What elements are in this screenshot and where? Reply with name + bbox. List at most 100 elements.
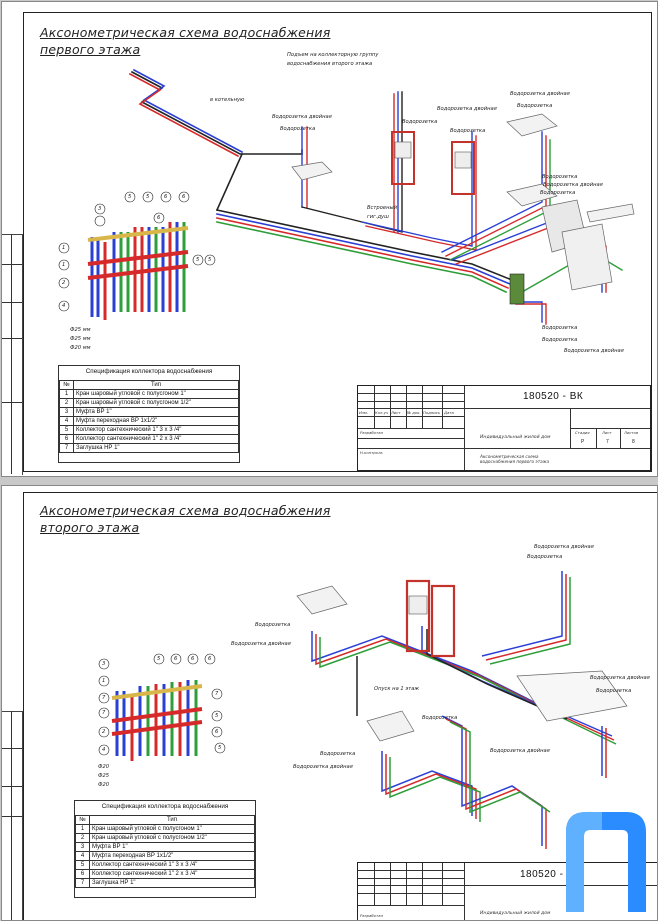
callout-number: 1 (62, 262, 66, 268)
fixture-label: Водорозетка (527, 554, 563, 560)
wc-frame-1 (391, 131, 475, 195)
sink-fixtures (291, 113, 635, 291)
callout-number: 2 (62, 280, 66, 286)
drawing-code: 180520 - (520, 869, 564, 880)
diameter-label: Ф25 (98, 773, 110, 779)
diameter-label: Ф25 мм (70, 327, 91, 333)
binder-strip (2, 234, 23, 475)
fixture-label: Водорозетка (542, 174, 578, 180)
diameter-label: Ф20 (98, 782, 110, 788)
drawing-frame (23, 12, 652, 472)
wc-frame-2 (405, 579, 456, 658)
callout-number: 2 (102, 729, 106, 735)
callout-circles (98, 653, 226, 756)
fixture-label: Водорозетка (542, 325, 578, 331)
callout-number: 6 (182, 194, 186, 200)
fixture-label: Водорозетка (517, 103, 553, 109)
callout-number: 7 (102, 710, 106, 716)
drawing-title: Аксонометрическая схема водоснабжения вт… (40, 503, 331, 535)
callout-number: 6 (215, 729, 219, 735)
pipe-bundle-main (128, 68, 524, 304)
callout-number: 3 (98, 206, 102, 212)
diameter-label: Ф20 (98, 764, 110, 770)
fixture-label: Водорозетка (320, 751, 356, 757)
project-name: Индивидуальный жилой дом (480, 911, 551, 916)
callout-number: 1 (102, 678, 106, 684)
callout-number: 6 (157, 215, 161, 221)
fixture-label: Водорозетка двойная (543, 182, 603, 188)
drawing-code: 180520 - ВК (523, 391, 584, 402)
callout-number: 5 (208, 257, 212, 263)
isometric-scheme-2 (98, 571, 628, 849)
fixture-label: Водорозетка двойная (564, 348, 624, 354)
callout-number: 6 (208, 656, 212, 662)
callout-number: 7 (102, 695, 106, 701)
callout-number: 5 (218, 745, 222, 751)
descent-label: Опуск на 1 этаж (374, 686, 420, 692)
callout-number: 5 (128, 194, 132, 200)
fixture-label: Водорозетка двойная (437, 106, 497, 112)
fixture-label: Водорозетка (402, 119, 438, 125)
fixture-label: Водорозетка двойная (293, 764, 353, 770)
drawing-sheet-2: Аксонометрическая схема водоснабжения вт… (1, 485, 658, 921)
callout-number: 5 (146, 194, 150, 200)
binder-strip (2, 711, 23, 920)
fixture-label: Водорозетка (450, 128, 486, 134)
fixture-label: Водорозетка (255, 622, 291, 628)
brand-logo-icon (566, 812, 646, 912)
project-name: Индивидуальный жилой дом (480, 435, 551, 440)
callout-number: 5 (196, 257, 200, 263)
callout-number: 4 (102, 747, 106, 753)
callout-number: 3 (102, 661, 106, 667)
title-block-1: 180520 - ВК Изм. Кол.уч Лист № док. Подп… (357, 385, 651, 471)
callout-number: 1 (62, 245, 66, 251)
sink-fixtures (296, 585, 628, 742)
fixture-label: Водорозетка двойная (272, 114, 332, 120)
fixture-label: Водорозетка двойная (231, 641, 291, 647)
callout-number: 7 (215, 691, 219, 697)
callout-circles (58, 191, 216, 312)
isometric-scheme-1 (58, 68, 635, 325)
diameter-label: Ф25 мм (70, 336, 91, 342)
fixture-label: Водорозетка (596, 688, 632, 694)
callout-number: 5 (157, 656, 161, 662)
fixture-label: Водорозетка двойная (490, 748, 550, 754)
callout-number: 5 (215, 713, 219, 719)
callout-number: 6 (174, 656, 178, 662)
diameter-label: Ф20 мм (70, 345, 91, 351)
fixture-label: Водорозетка двойная (510, 91, 570, 97)
fixture-label: Водорозетка (422, 715, 458, 721)
drawing-title: Аксонометрическая схема водоснабжения пе… (40, 25, 331, 57)
fixture-label: Водорозетка двойная (534, 544, 594, 550)
fixture-label: Водорозетка двойная (590, 675, 650, 681)
callout-number: 6 (164, 194, 168, 200)
fixture-label: Водорозетка (280, 126, 316, 132)
title-block-2: 180520 - Разработал Индивидуальный жилой… (357, 862, 657, 920)
drawing-sheet-1: Аксонометрическая схема водоснабжения пе… (1, 1, 658, 477)
callout-number: 6 (191, 656, 195, 662)
callout-number: 4 (62, 303, 66, 309)
fixture-label: Водорозетка (542, 337, 578, 343)
boiler-label: в котельную (210, 97, 245, 103)
manifold-bars (87, 226, 189, 280)
fixture-label: Водорозетка (540, 190, 576, 196)
